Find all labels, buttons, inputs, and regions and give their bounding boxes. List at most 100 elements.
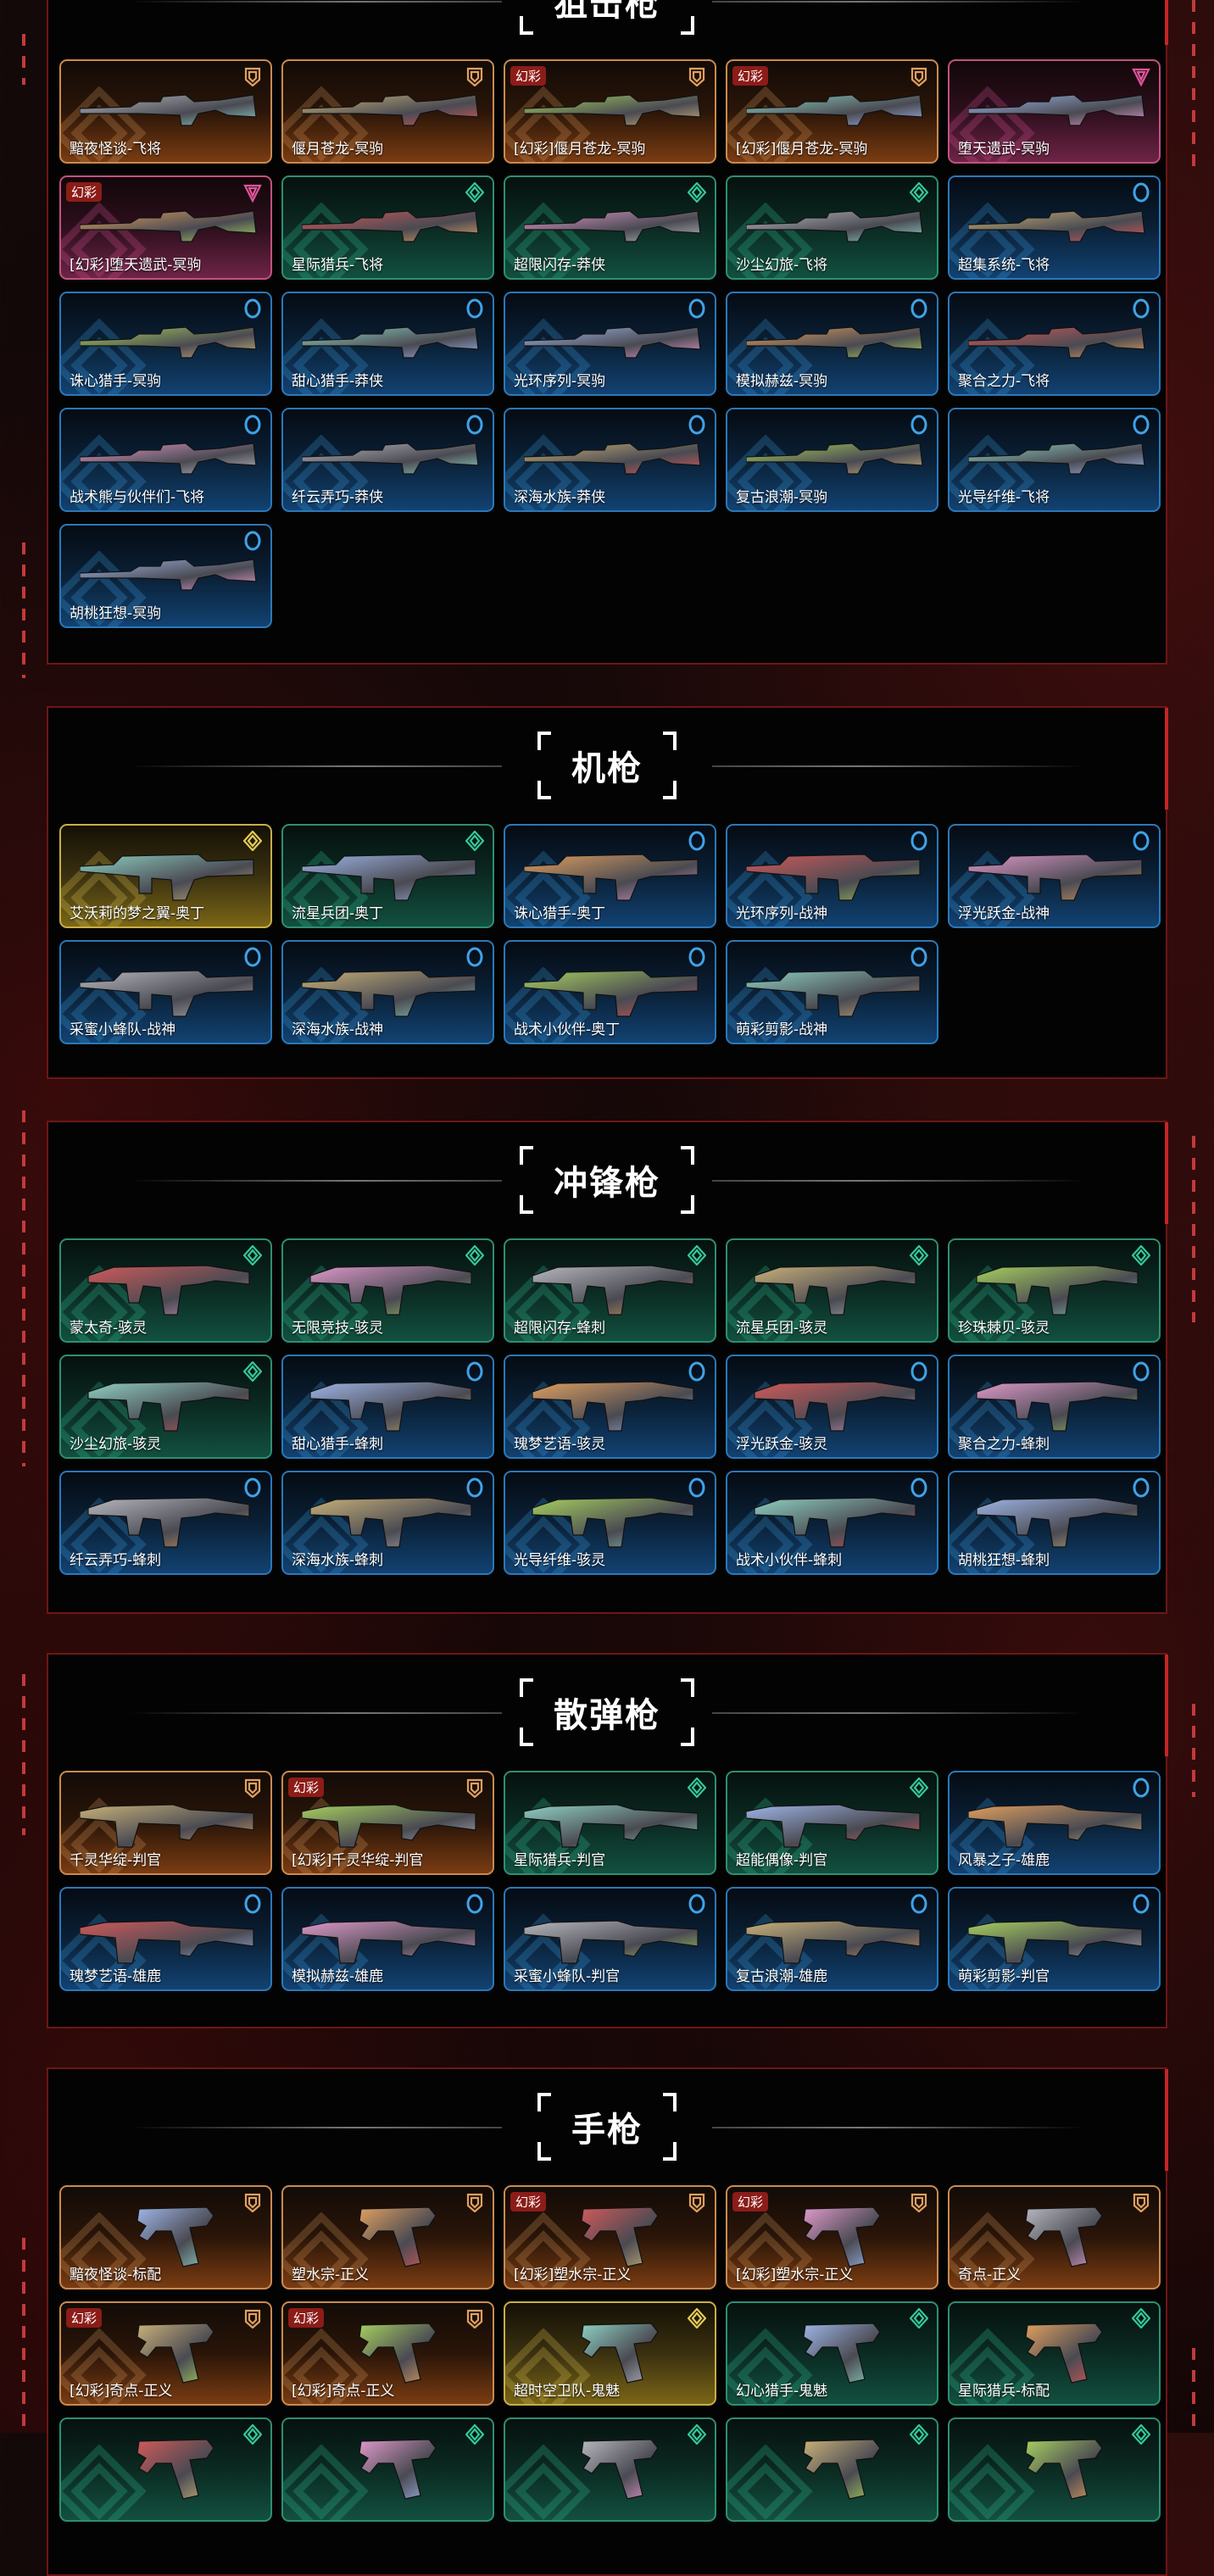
skin-card[interactable]: 光导纤维-骇灵 [504,1471,716,1575]
weapon-skin-image [524,326,701,359]
skin-card[interactable]: 光环序列-战神 [726,824,938,928]
skin-name: 无限竞技-骇灵 [292,1320,384,1337]
skin-card[interactable]: 采蜜小蜂队-判官 [504,1887,716,1991]
skin-card[interactable]: 诛心猎手-奥丁 [504,824,716,928]
skin-card[interactable]: 幻彩[幻彩]偃月苍龙-冥驹 [504,59,716,164]
skin-card[interactable]: 幻彩[幻彩]千灵华绽-判官 [281,1771,494,1875]
rarity-blue-icon [1133,831,1150,851]
skin-name: [幻彩]奇点-正义 [70,2383,173,2400]
skin-card[interactable]: 偃月苍龙-冥驹 [281,59,494,164]
skin-card[interactable]: 奇点-正义 [948,2185,1161,2289]
rarity-blue-icon [244,1894,261,1914]
skin-card[interactable]: 浮光跃金-战神 [948,824,1161,928]
skin-card[interactable]: 战术熊与伙伴们-飞将 [59,408,272,512]
weapon-skin-image [746,210,923,242]
skin-card[interactable]: 幻彩[幻彩]奇点-正义 [59,2301,272,2406]
skin-card[interactable]: 幻彩[幻彩]偃月苍龙-冥驹 [726,59,938,164]
rarity-watermark-icon [283,435,369,510]
skin-card[interactable]: 聚合之力-蜂刺 [948,1355,1161,1459]
skin-card[interactable]: 幻彩[幻彩]塑水宗-正义 [504,2185,716,2289]
skin-card[interactable]: 沙尘幻旅-飞将 [726,175,938,280]
skin-card[interactable]: 深海水族-蜂刺 [281,1471,494,1575]
title-line [129,2127,502,2128]
skin-card[interactable]: 黯夜怪谈-标配 [59,2185,272,2289]
skin-card[interactable] [59,2417,272,2522]
skin-card[interactable]: 战术小伙伴-奥丁 [504,940,716,1044]
skin-card[interactable]: 超能偶像-判官 [726,1771,938,1875]
weapon-skin-image [581,2323,659,2384]
weapon-skin-image [968,1920,1143,1964]
skin-card[interactable]: 萌彩剪影-判官 [948,1887,1161,1991]
skin-card[interactable]: 复古浪潮-冥驹 [726,408,938,512]
title-line [712,2127,1085,2128]
skin-card[interactable]: 黯夜怪谈-飞将 [59,59,272,164]
weapon-skin-image [524,442,701,475]
skin-name: 采蜜小蜂队-判官 [514,1968,621,1985]
skin-card[interactable]: 幻彩[幻彩]塑水宗-正义 [726,2185,938,2289]
skin-card[interactable]: 光环序列-冥驹 [504,292,716,396]
skin-card[interactable]: 星际猎兵-判官 [504,1771,716,1875]
rarity-watermark-icon [949,1382,1035,1457]
skin-card[interactable]: 萌彩剪影-战神 [726,940,938,1044]
skin-card[interactable]: 胡桃狂想-冥驹 [59,524,272,628]
skin-name: 超限闪存-蜂刺 [514,1320,606,1337]
skin-name: 超集系统-飞将 [958,257,1050,274]
skin-card[interactable]: 塑水宗-正义 [281,2185,494,2289]
skin-card[interactable]: 聚合之力-飞将 [948,292,1161,396]
skin-card[interactable]: 沙尘幻旅-骇灵 [59,1355,272,1459]
rarity-blue-icon [1133,414,1150,435]
skin-card[interactable]: 甜心猎手-蜂刺 [281,1355,494,1459]
skin-card[interactable]: 珍珠棘贝-骇灵 [948,1238,1161,1343]
skin-card[interactable]: 流星兵团-奥丁 [281,824,494,928]
skin-card[interactable]: 幻彩[幻彩]堕天遗武-冥驹 [59,175,272,280]
rarity-watermark-icon [727,851,813,926]
skin-card[interactable]: 无限竞技-骇灵 [281,1238,494,1343]
weapon-skin-image [1025,2206,1103,2267]
skin-card[interactable]: 艾沃莉的梦之翼-奥丁 [59,824,272,928]
skin-card[interactable]: 星际猎兵-飞将 [281,175,494,280]
rarity-pink-icon [243,184,262,203]
decor-dash [22,542,25,678]
rarity-watermark-icon [61,2328,147,2404]
skin-card[interactable]: 纤云弄巧-莽侠 [281,408,494,512]
skin-card[interactable]: 复古浪潮-雄鹿 [726,1887,938,1991]
skin-card[interactable]: 采蜜小蜂队-战神 [59,940,272,1044]
skin-card[interactable]: 模拟赫兹-雄鹿 [281,1887,494,1991]
skin-card[interactable]: 风暴之子-雄鹿 [948,1771,1161,1875]
skin-card[interactable]: 幻彩[幻彩]奇点-正义 [281,2301,494,2406]
weapon-skin-image [309,1381,472,1432]
rarity-watermark-icon [727,1266,813,1341]
skin-card[interactable] [726,2417,938,2522]
skin-card[interactable]: 流星兵团-骇灵 [726,1238,938,1343]
skin-card[interactable]: 超集系统-飞将 [948,175,1161,280]
skin-card[interactable]: 超时空卫队-鬼魅 [504,2301,716,2406]
skin-name: 胡桃狂想-蜂刺 [958,1552,1050,1569]
skin-card[interactable]: 深海水族-战神 [281,940,494,1044]
skin-card[interactable]: 纤云弄巧-蜂刺 [59,1471,272,1575]
rarity-watermark-icon [505,203,591,278]
skin-card[interactable] [504,2417,716,2522]
skin-card[interactable]: 胡桃狂想-蜂刺 [948,1471,1161,1575]
skin-card[interactable]: 超限闪存-蜂刺 [504,1238,716,1343]
skin-card[interactable]: 超限闪存-莽侠 [504,175,716,280]
skin-card[interactable]: 星际猎兵-标配 [948,2301,1161,2406]
skin-card[interactable] [948,2417,1161,2522]
rarity-blue-icon [1133,182,1150,203]
rarity-watermark-icon [61,1382,147,1457]
skin-card[interactable]: 瑰梦艺语-雄鹿 [59,1887,272,1991]
skin-card[interactable]: 甜心猎手-莽侠 [281,292,494,396]
skin-card[interactable]: 蒙太奇-骇灵 [59,1238,272,1343]
skin-card[interactable]: 千灵华绽-判官 [59,1771,272,1875]
skin-card[interactable]: 诛心猎手-冥驹 [59,292,272,396]
weapon-skin-image [746,1804,921,1848]
skin-card[interactable]: 战术小伙伴-蜂刺 [726,1471,938,1575]
skin-card[interactable]: 幻心猎手-鬼魅 [726,2301,938,2406]
rarity-watermark-icon [949,1498,1035,1573]
skin-card[interactable]: 瑰梦艺语-骇灵 [504,1355,716,1459]
skin-card[interactable]: 模拟赫兹-冥驹 [726,292,938,396]
skin-card[interactable]: 光导纤维-飞将 [948,408,1161,512]
skin-card[interactable] [281,2417,494,2522]
skin-card[interactable]: 深海水族-莽侠 [504,408,716,512]
skin-card[interactable]: 浮光跃金-骇灵 [726,1355,938,1459]
skin-card[interactable]: 堕天遗武-冥驹 [948,59,1161,164]
